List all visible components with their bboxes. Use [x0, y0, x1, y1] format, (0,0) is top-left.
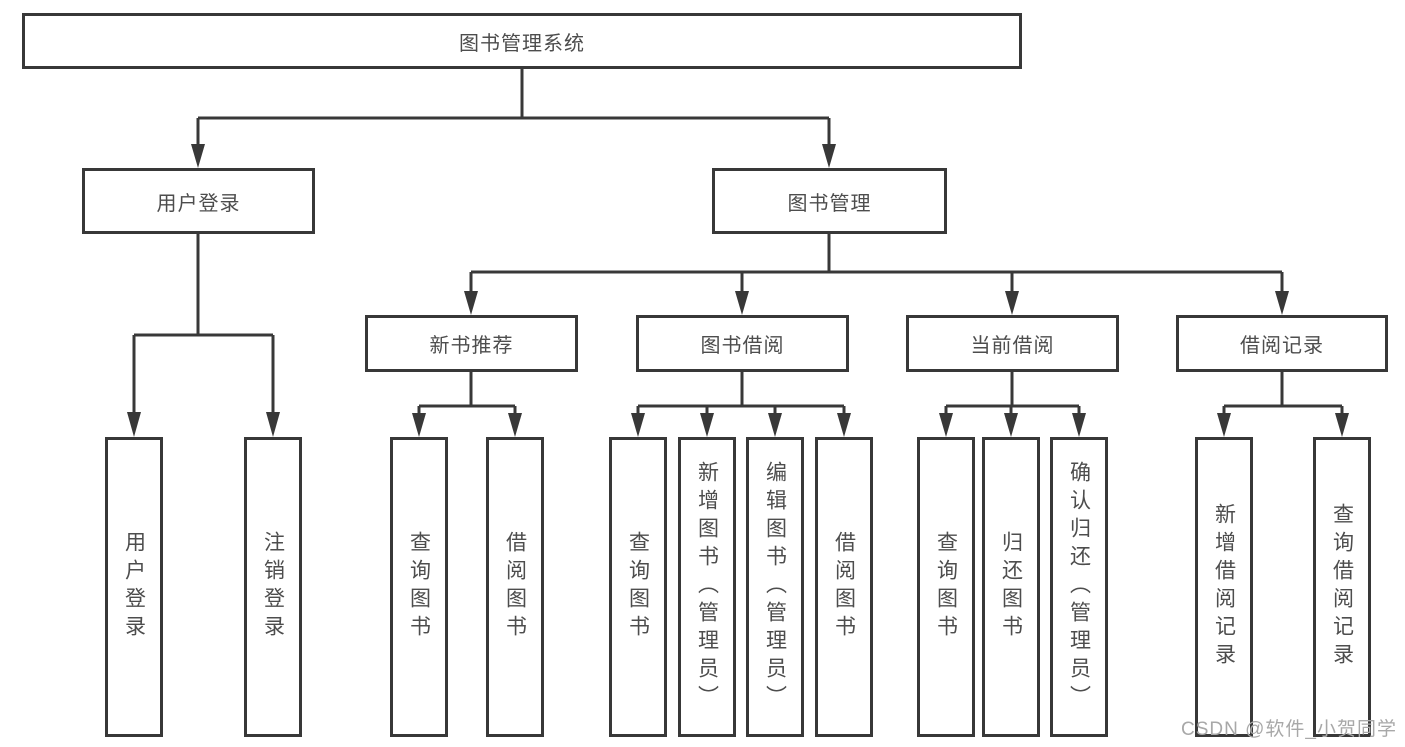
arrow-into-leaf: [631, 413, 645, 437]
leaf-query-book: 查询图书: [390, 437, 448, 737]
arrow-into-leaf: [837, 413, 851, 437]
leaf-add-book-admin: 新增图书（管理员）: [678, 437, 736, 737]
leaf-query-borrow-record: 查询借阅记录: [1313, 437, 1371, 737]
arrow-into-bookmgmt: [822, 144, 836, 168]
node-current-borrow: 当前借阅: [906, 315, 1119, 372]
leaf-label: 确认归还（管理员）: [1067, 461, 1091, 713]
leaf-query-book: 查询图书: [917, 437, 975, 737]
edge-bookmgmt-to-level3: [469, 234, 1284, 295]
leaf-return-book: 归还图书: [982, 437, 1040, 737]
leaf-label: 用户登录: [122, 531, 146, 643]
arrow-into-leaf: [1217, 413, 1231, 437]
leaf-label: 查询图书: [407, 531, 431, 643]
arrow-into-userlogin-child2: [266, 412, 280, 437]
arrow-into-leaf: [700, 413, 714, 437]
arrow-into-newbook: [464, 291, 478, 315]
leaf-label: 注销登录: [261, 531, 285, 643]
node-system-root: 图书管理系统: [22, 13, 1022, 69]
leaf-logout: 注销登录: [244, 437, 302, 737]
leaf-query-book: 查询图书: [609, 437, 667, 737]
arrow-into-leaf: [1335, 413, 1349, 437]
node-user-login: 用户登录: [82, 168, 315, 234]
edge-bookborrow-to-children: [636, 372, 846, 416]
leaf-confirm-return-admin: 确认归还（管理员）: [1050, 437, 1108, 737]
leaf-label: 借阅图书: [503, 531, 527, 643]
edge-curborrow-to-children: [944, 372, 1081, 416]
leaf-add-borrow-record: 新增借阅记录: [1195, 437, 1253, 737]
leaf-label: 查询图书: [626, 531, 650, 643]
arrow-into-bookborrow: [735, 291, 749, 315]
arrow-into-leaf: [508, 413, 522, 437]
leaf-edit-book-admin: 编辑图书（管理员）: [746, 437, 804, 737]
edge-root-to-level2: [196, 68, 831, 150]
arrow-into-borrowrec: [1275, 291, 1289, 315]
leaf-user-login: 用户登录: [105, 437, 163, 737]
csdn-watermark: CSDN @软件_小贺同学: [1181, 719, 1397, 740]
node-borrow-record: 借阅记录: [1176, 315, 1388, 372]
leaf-label: 新增图书（管理员）: [695, 461, 719, 713]
leaf-borrow-book: 借阅图书: [486, 437, 544, 737]
arrow-into-leaf: [1072, 413, 1086, 437]
arrow-into-userlogin: [191, 144, 205, 168]
arrow-into-leaf: [768, 413, 782, 437]
arrow-into-curborrow: [1005, 291, 1019, 315]
node-new-book-recommend: 新书推荐: [365, 315, 578, 372]
leaf-label: 新增借阅记录: [1212, 503, 1236, 671]
node-book-management: 图书管理: [712, 168, 947, 234]
edge-userlogin-to-children: [132, 234, 275, 415]
leaf-label: 借阅图书: [832, 531, 856, 643]
leaf-borrow-book: 借阅图书: [815, 437, 873, 737]
edge-borrowrec-to-children: [1222, 372, 1344, 416]
node-book-borrow: 图书借阅: [636, 315, 849, 372]
edge-newbook-to-children: [417, 372, 517, 416]
leaf-label: 归还图书: [999, 531, 1023, 643]
arrow-into-userlogin-child1: [127, 412, 141, 437]
arrow-into-leaf: [939, 413, 953, 437]
leaf-label: 查询借阅记录: [1330, 503, 1354, 671]
arrow-into-leaf: [412, 413, 426, 437]
leaf-label: 编辑图书（管理员）: [763, 461, 787, 713]
arrow-into-leaf: [1004, 413, 1018, 437]
leaf-label: 查询图书: [934, 531, 958, 643]
